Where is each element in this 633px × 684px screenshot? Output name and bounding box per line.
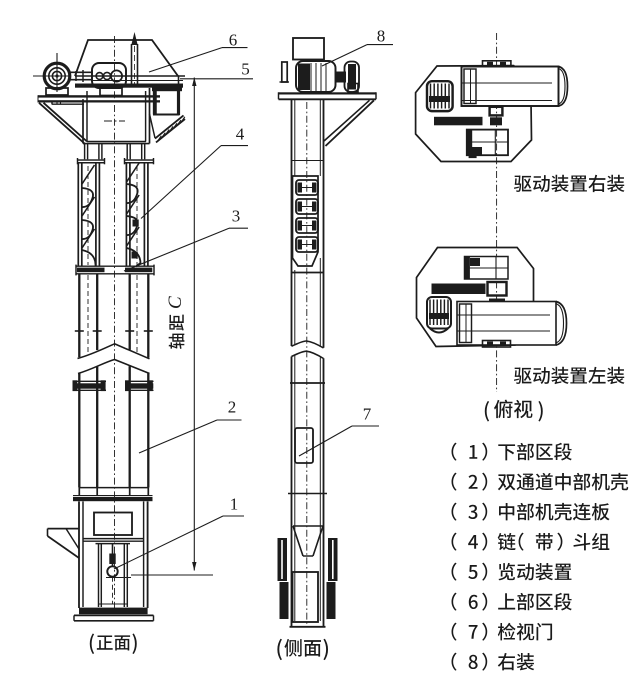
svg-text:4: 4 <box>236 125 245 144</box>
svg-text:1: 1 <box>230 495 239 514</box>
svg-text:C: C <box>165 296 186 309</box>
svg-text:5: 5 <box>241 60 250 79</box>
svg-text:8: 8 <box>377 27 386 46</box>
svg-text:2: 2 <box>228 398 237 417</box>
svg-text:7: 7 <box>363 405 372 424</box>
svg-text:3: 3 <box>232 207 241 226</box>
svg-text:6: 6 <box>229 31 238 50</box>
